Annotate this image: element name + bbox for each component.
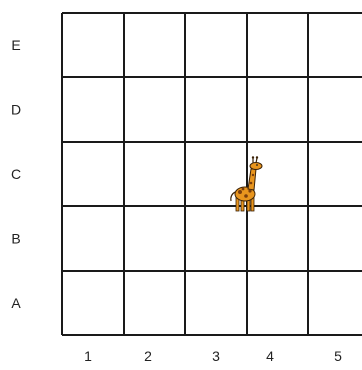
giraffe-spot (250, 182, 253, 185)
column-label-5: 5 (334, 348, 342, 364)
giraffe-spot (252, 174, 254, 176)
giraffe-head (250, 163, 262, 170)
row-label-b: B (11, 231, 20, 247)
row-label-a: A (11, 295, 21, 311)
giraffe-spot (244, 194, 248, 198)
column-labels: 1 2 3 4 5 (84, 348, 342, 364)
grid-lines (62, 13, 362, 335)
column-label-3: 3 (212, 348, 220, 364)
giraffe-neck (248, 169, 256, 190)
row-label-e: E (11, 37, 20, 53)
giraffe-horn-tip (252, 156, 254, 158)
giraffe-horn-tip (256, 156, 258, 158)
row-label-d: D (11, 102, 21, 118)
giraffe-spot (242, 188, 245, 191)
row-label-c: C (11, 166, 21, 182)
giraffe-eye (256, 164, 258, 166)
row-labels: E D C B A (11, 37, 21, 311)
column-label-2: 2 (144, 348, 152, 364)
giraffe-tail (231, 192, 235, 201)
column-label-4: 4 (266, 348, 274, 364)
giraffe-spot (238, 190, 242, 194)
giraffe-spot (248, 189, 251, 192)
column-label-1: 1 (84, 348, 92, 364)
